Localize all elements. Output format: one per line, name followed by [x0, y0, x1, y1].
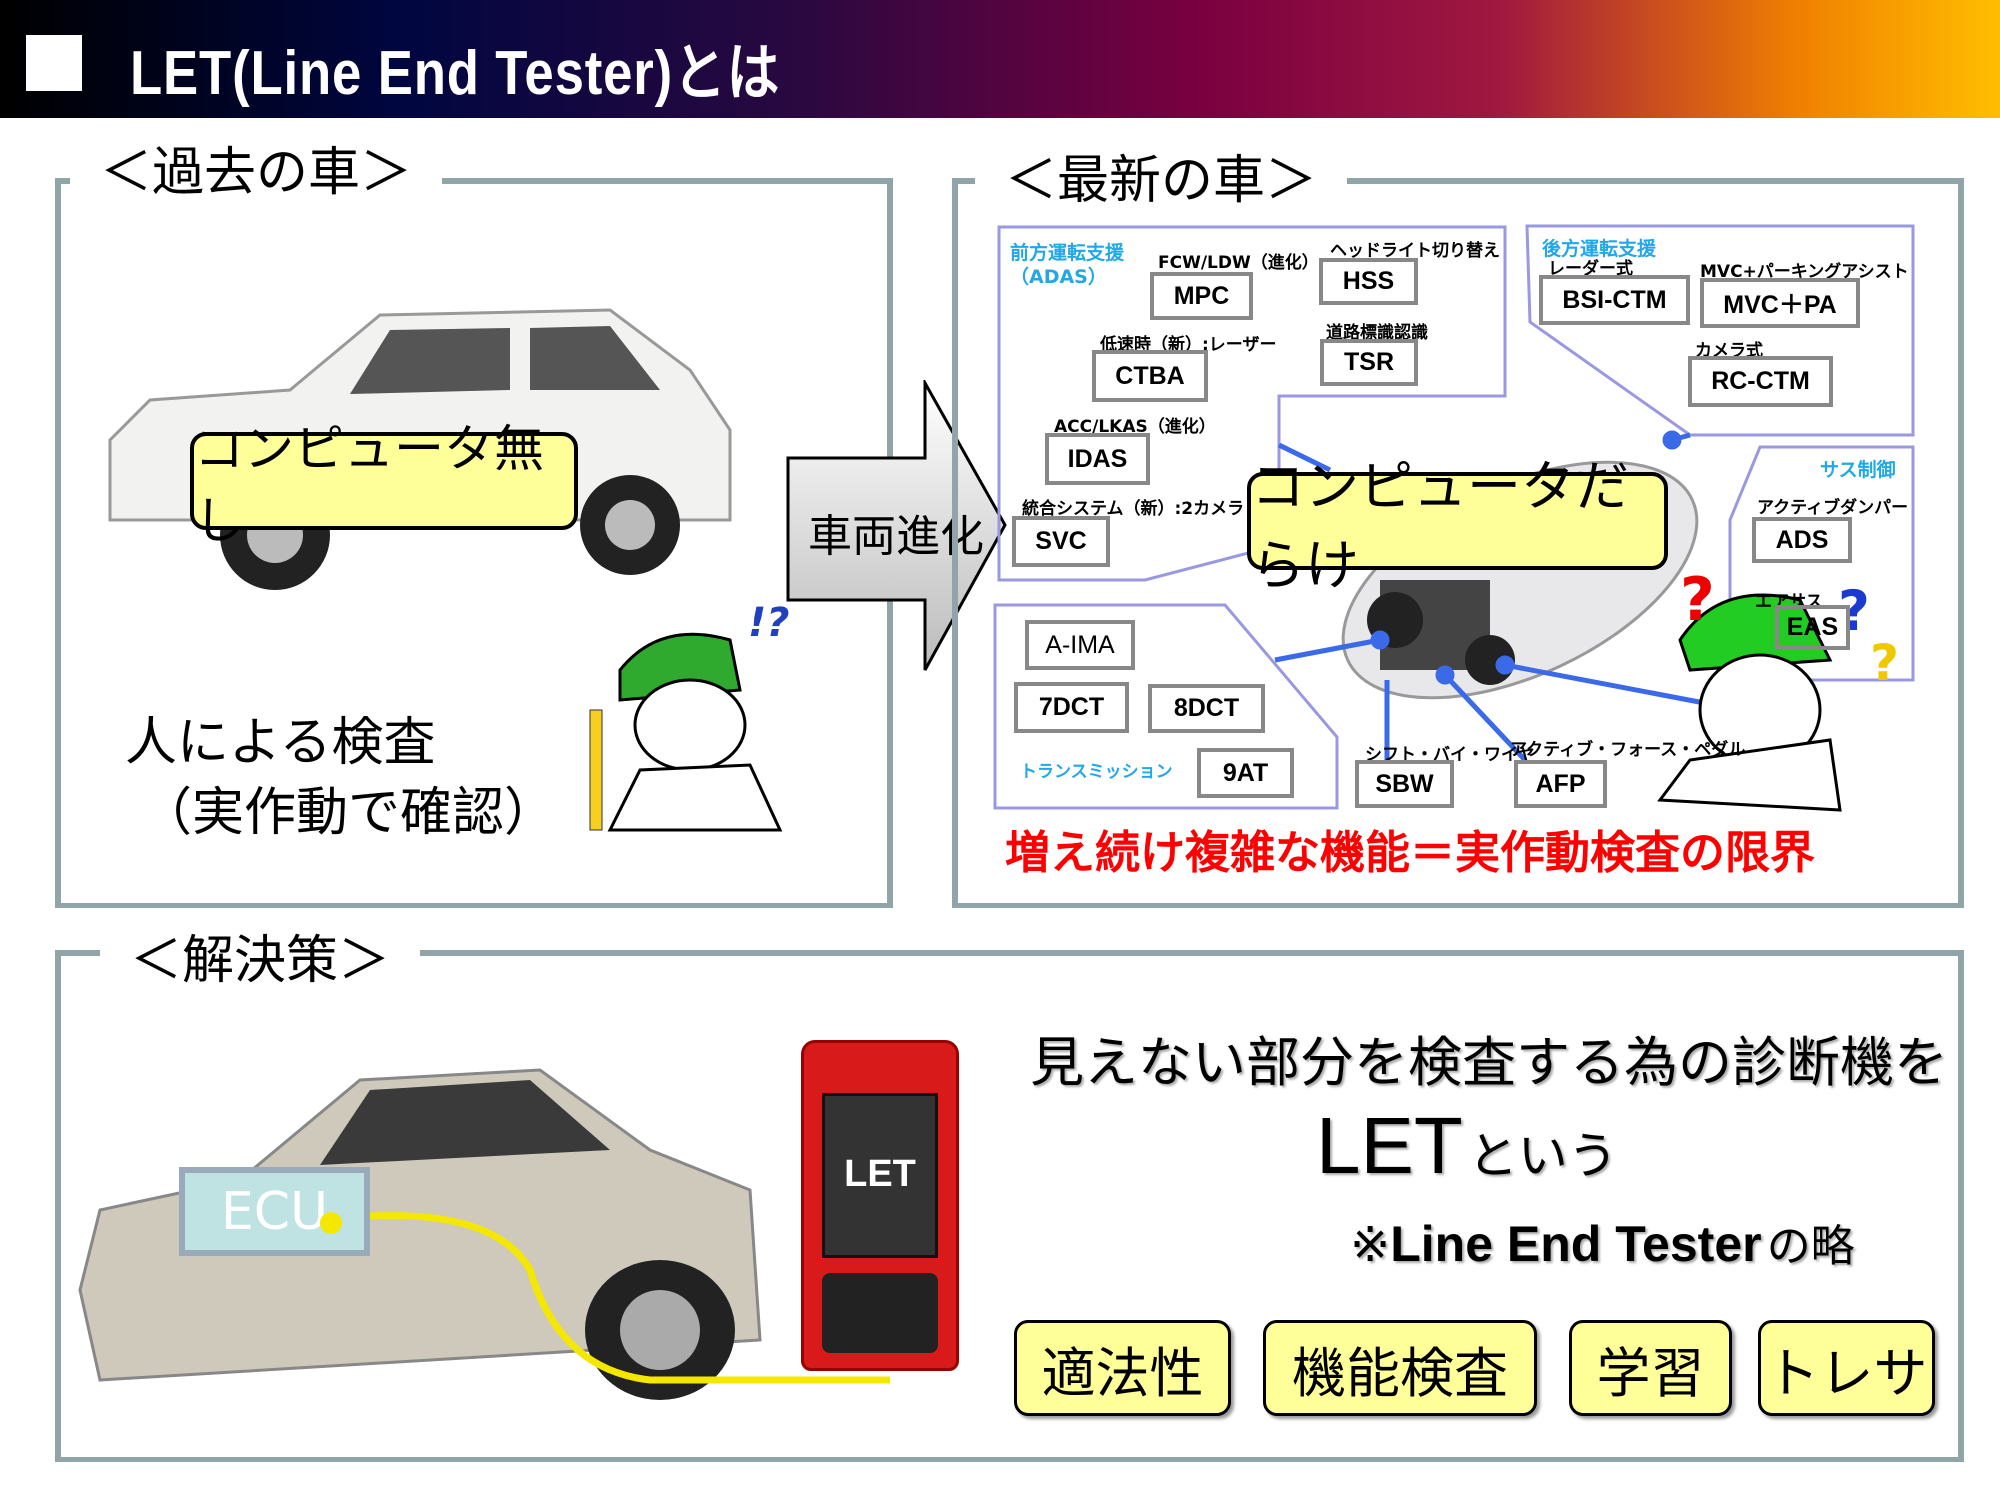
svc-label: 統合システム（新）:2カメラ	[1022, 499, 1245, 519]
svc-box: SVC	[1012, 516, 1110, 567]
idas-box: IDAS	[1045, 433, 1150, 485]
transmission-heading: トランスミッション	[1020, 762, 1173, 782]
8dct-box: 8DCT	[1148, 684, 1265, 733]
let-big-text: LET	[1316, 1101, 1463, 1190]
mvc-pa-label: MVC+パーキングアシスト	[1700, 262, 1909, 282]
ads-label: アクティブダンパー	[1757, 498, 1909, 518]
inspector-character-icon	[589, 632, 783, 832]
system-diagram-lines: ? ? ?	[993, 224, 1915, 812]
note-mark: ※	[1350, 1217, 1391, 1273]
bsi-ctm-box: BSI-CTM	[1539, 275, 1690, 325]
confused-worker-icon: ? ? ?	[1657, 565, 1899, 812]
latest-car-title: ＜最新の車＞	[975, 148, 1348, 214]
ctba-box: CTBA	[1092, 350, 1208, 402]
afp-label: アクティブ・フォース・ペダル	[1510, 740, 1746, 760]
note-suffix: の略	[1766, 1221, 1855, 1272]
modern-sedan-image	[78, 1068, 890, 1400]
ecu-label-box: ECU	[179, 1167, 370, 1256]
7dct-box: 7DCT	[1014, 682, 1129, 733]
let-device: LET	[801, 1040, 959, 1371]
solution-panel	[55, 950, 1964, 1462]
latest-car-panel	[952, 178, 1964, 908]
rear-assist-heading: 後方運転支援	[1542, 238, 1657, 260]
suspension-heading: サス制御	[1820, 459, 1896, 481]
svg-text:?: ?	[1838, 579, 1870, 643]
title-bullet-square	[26, 35, 82, 91]
diagnostic-description: 見えない部分を検査する為の診断機を	[1030, 1031, 1948, 1094]
device-keypad	[822, 1273, 938, 1353]
a-ima-box: A-IMA	[1025, 620, 1135, 670]
tsr-box: TSR	[1320, 339, 1418, 386]
afp-box: AFP	[1514, 760, 1607, 808]
page-title: LET(Line End Tester)とは	[130, 39, 781, 108]
function-test-button[interactable]: 機能検査	[1263, 1320, 1537, 1416]
note-full-name: Line End Tester	[1390, 1216, 1762, 1272]
title-bar	[0, 0, 2000, 118]
past-car-title: ＜過去の車＞	[70, 140, 443, 206]
cable-connector-dot	[320, 1212, 342, 1234]
learning-button[interactable]: 学習	[1569, 1320, 1732, 1416]
inspection-note: （実作動で確認）	[140, 783, 557, 843]
mpc-label: FCW/LDW（進化）	[1158, 253, 1319, 273]
bsi-ctm-label: レーダー式	[1548, 259, 1633, 279]
traceability-button[interactable]: トレサ	[1758, 1320, 1935, 1416]
mpc-box: MPC	[1150, 272, 1253, 320]
eas-box: EAS	[1775, 605, 1850, 650]
mvc-pa-box: MVC＋PA	[1700, 278, 1860, 328]
idas-label: ACC/LKAS（進化）	[1054, 417, 1216, 437]
hss-box: HSS	[1319, 258, 1418, 305]
full-of-computers-callout: コンピュータだらけ	[1247, 455, 1668, 597]
let-statement: LET という	[1316, 1100, 1618, 1192]
let-suffix: という	[1467, 1127, 1618, 1185]
sbw-box: SBW	[1355, 760, 1454, 808]
solution-title: ＜解決策＞	[100, 928, 421, 994]
svg-text:?: ?	[1870, 634, 1899, 692]
let-abbreviation-note: ※Line End Tester の略	[1350, 1210, 1855, 1274]
tsr-label: 道路標識認識	[1326, 323, 1428, 343]
evolution-arrow	[786, 380, 1007, 671]
ads-box: ADS	[1752, 517, 1852, 563]
surprise-mark: !?	[748, 600, 790, 646]
compliance-button[interactable]: 適法性	[1014, 1320, 1231, 1416]
rc-ctm-box: RC-CTM	[1688, 356, 1833, 407]
inspection-limit-text: 増え続け複雑な機能＝実作動検査の限界	[1005, 826, 1816, 879]
human-inspection-text: 人による検査	[125, 713, 436, 773]
device-let-label: LET	[844, 1153, 916, 1195]
front-assist-heading: 前方運転支援	[1010, 242, 1125, 264]
hss-label: ヘッドライト切り替え	[1330, 241, 1500, 261]
svg-text:?: ?	[1680, 565, 1715, 635]
adas-heading: （ADAS）	[1010, 266, 1107, 288]
9at-box: 9AT	[1197, 748, 1294, 798]
